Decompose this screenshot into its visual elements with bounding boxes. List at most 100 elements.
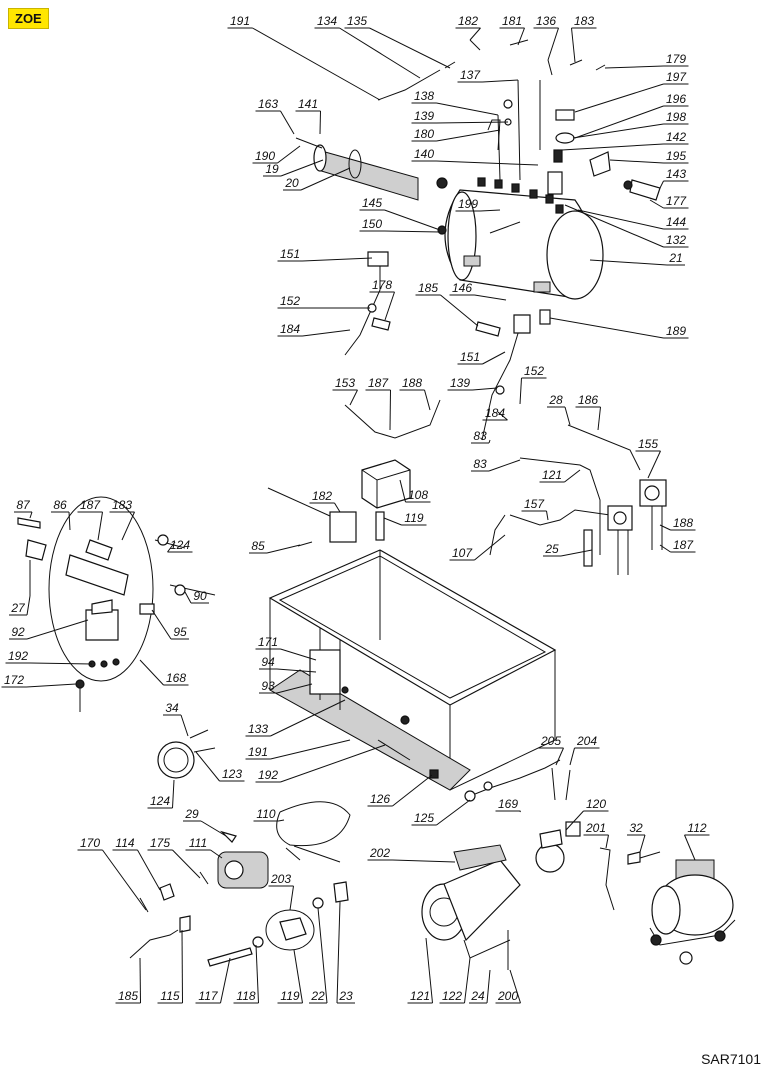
- callout-leader: [436, 102, 499, 116]
- callout-108: 108: [408, 488, 428, 502]
- callout-95: 95: [173, 625, 187, 639]
- callout-191: 191: [230, 14, 250, 28]
- callout-leader: [255, 944, 259, 1004]
- tubes-upper-drawing: [377, 39, 661, 235]
- callout-24: 24: [470, 989, 485, 1003]
- callout-leader: [167, 541, 176, 553]
- callout-119: 119: [280, 989, 299, 1003]
- callout-leader: [334, 502, 341, 513]
- callout-leader: [474, 294, 507, 301]
- callout-150: 150: [362, 217, 382, 231]
- callout-175: 175: [150, 836, 170, 850]
- callout-leader: [425, 937, 433, 1004]
- callout-leader: [659, 180, 664, 189]
- callout-139: 139: [414, 109, 434, 123]
- callout-140: 140: [414, 147, 434, 161]
- callout-leader: [605, 834, 609, 849]
- callout-leader: [549, 317, 664, 339]
- callout-192: 192: [8, 649, 28, 663]
- callout-leader: [561, 143, 664, 151]
- callout-122: 122: [442, 989, 462, 1003]
- callout-184: 184: [280, 322, 300, 336]
- callout-leader: [302, 257, 373, 262]
- left-group-drawing: [17, 496, 216, 712]
- callout-leader: [517, 27, 525, 46]
- callout-152: 152: [524, 364, 544, 378]
- callout-leader: [604, 65, 664, 69]
- callout-86: 86: [53, 498, 67, 512]
- callout-leader: [571, 27, 576, 63]
- callout-leader: [139, 957, 141, 1004]
- callout-leader: [436, 160, 539, 166]
- callout-leader: [436, 121, 509, 124]
- callout-leader: [68, 511, 71, 531]
- callout-126: 126: [370, 792, 390, 806]
- callout-leader: [488, 459, 521, 472]
- callout-111: 111: [189, 836, 207, 850]
- callout-203: 203: [270, 872, 291, 886]
- callout-171: 171: [258, 635, 278, 649]
- callout-115: 115: [160, 989, 179, 1003]
- callout-85: 85: [251, 539, 265, 553]
- callout-29: 29: [184, 807, 199, 821]
- callout-leader: [564, 469, 581, 483]
- callout-leader: [139, 659, 164, 686]
- callout-138: 138: [414, 89, 434, 103]
- callout-120: 120: [586, 797, 606, 811]
- callout-leader: [574, 105, 664, 139]
- callout-21: 21: [668, 251, 682, 265]
- callout-leader: [280, 648, 317, 661]
- callout-198: 198: [666, 110, 686, 124]
- callout-leader: [276, 683, 313, 694]
- callout-leader: [181, 929, 183, 1004]
- callout-leader: [597, 406, 601, 431]
- callout-leader: [369, 27, 451, 69]
- callout-leader: [26, 683, 77, 688]
- callout-leader: [392, 859, 456, 863]
- callout-132: 132: [666, 233, 686, 247]
- callout-leader: [339, 27, 421, 79]
- callout-leader: [383, 517, 402, 526]
- callout-107: 107: [452, 546, 473, 560]
- callout-185: 185: [118, 989, 138, 1003]
- callout-123: 123: [222, 767, 242, 781]
- callout-25: 25: [544, 542, 559, 556]
- callout-leader: [180, 714, 189, 737]
- callout-205: 205: [540, 734, 561, 748]
- callout-leader: [574, 83, 664, 113]
- callout-leader: [121, 511, 135, 541]
- callout-leader: [270, 699, 346, 737]
- callout-leader: [482, 351, 506, 365]
- frame-drawing: [268, 549, 557, 791]
- callout-leader: [389, 389, 391, 431]
- callout-leader: [220, 957, 231, 1004]
- callout-146: 146: [452, 281, 472, 295]
- callout-170: 170: [80, 836, 100, 850]
- callout-28: 28: [548, 393, 563, 407]
- callout-153: 153: [335, 376, 355, 390]
- callout-27: 27: [10, 601, 26, 615]
- callout-leader: [519, 810, 521, 813]
- callout-leader: [319, 110, 321, 135]
- callout-177: 177: [666, 194, 687, 208]
- callout-leader: [300, 167, 351, 191]
- callout-168: 168: [166, 671, 186, 685]
- callout-180: 180: [414, 127, 434, 141]
- drawing-code: SAR7101: [701, 1051, 761, 1067]
- callout-151: 151: [460, 350, 480, 364]
- callout-179: 179: [666, 52, 686, 66]
- heating-element-drawing: [295, 137, 419, 201]
- callout-32: 32: [629, 821, 643, 835]
- callout-144: 144: [666, 215, 686, 229]
- callout-leader: [26, 595, 31, 616]
- callout-187: 187: [673, 538, 694, 552]
- callout-94: 94: [261, 655, 275, 669]
- callout-leader: [384, 230, 441, 233]
- callout-leader: [29, 511, 33, 519]
- callout-195: 195: [666, 149, 686, 163]
- callout-leader: [424, 389, 431, 411]
- callout-leader: [480, 209, 501, 212]
- callout-leader: [289, 885, 294, 911]
- callout-22: 22: [310, 989, 325, 1003]
- callout-143: 143: [666, 167, 686, 181]
